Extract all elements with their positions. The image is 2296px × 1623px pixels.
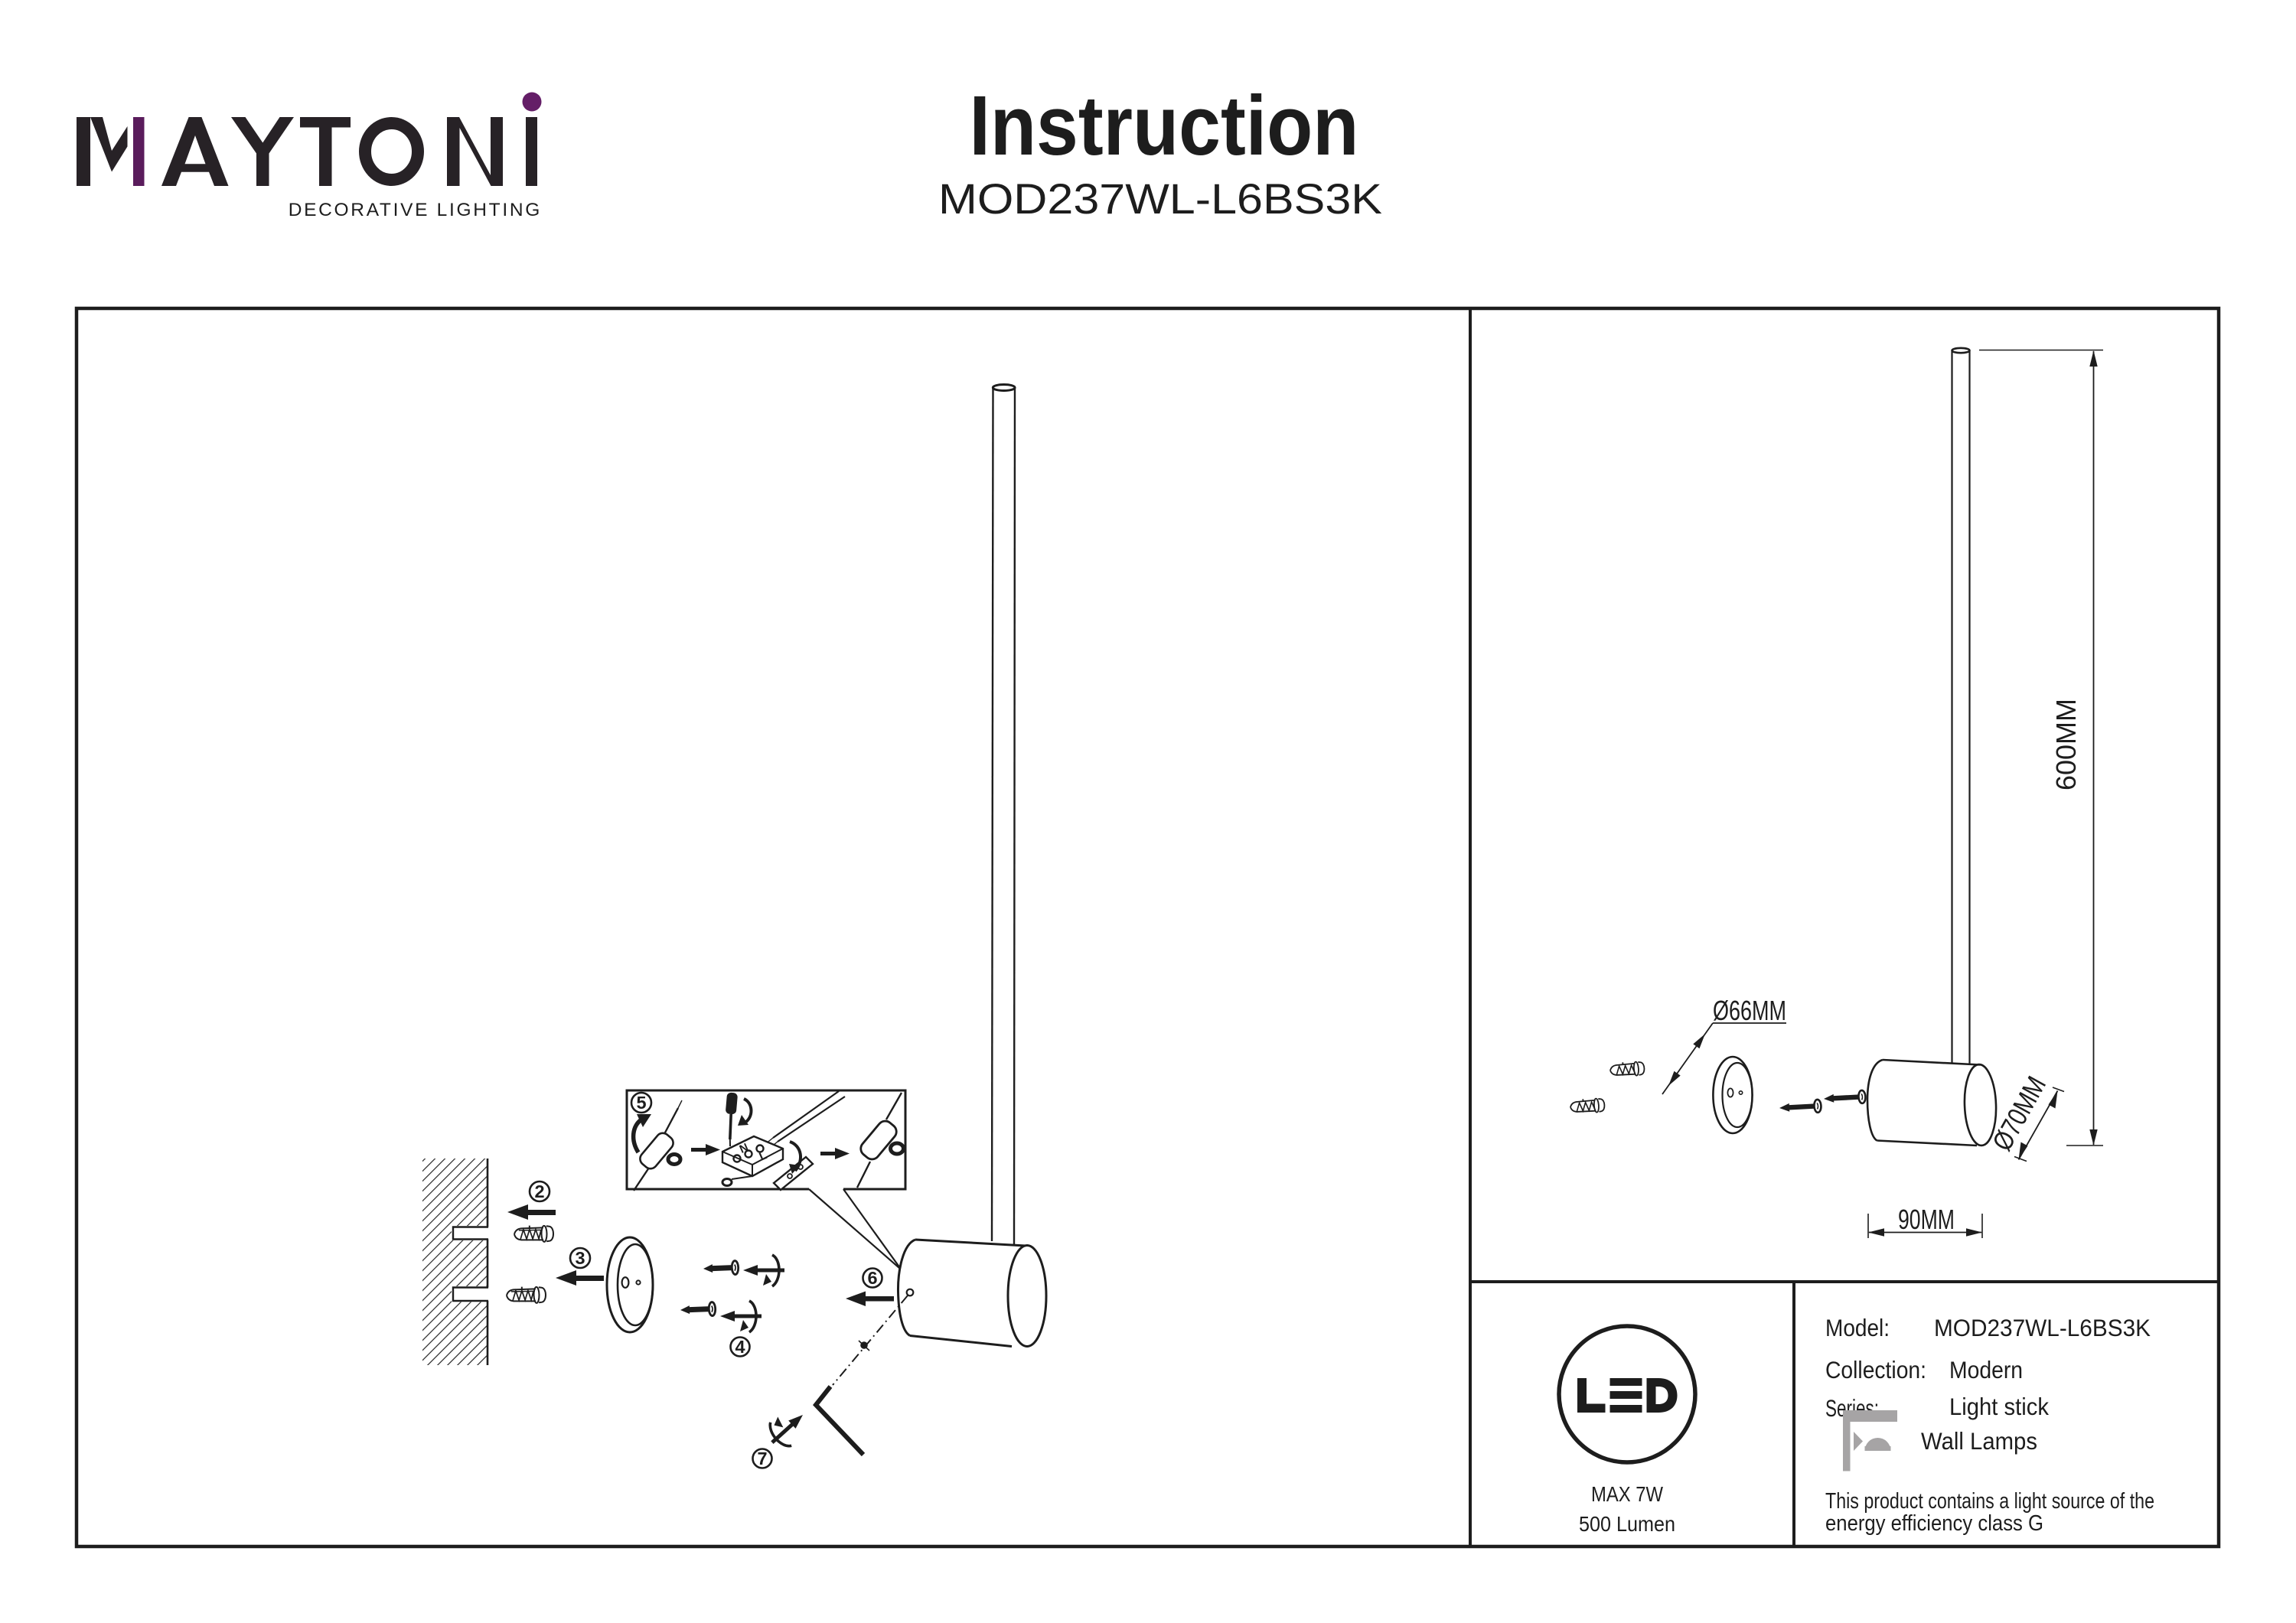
svg-text:6: 6: [867, 1268, 877, 1288]
svg-text:90MM: 90MM: [1898, 1204, 1955, 1235]
svg-text:3: 3: [575, 1248, 585, 1268]
svg-text:2: 2: [534, 1181, 544, 1201]
svg-text:Instruction: Instruction: [970, 79, 1359, 173]
svg-text:Modern: Modern: [1949, 1356, 2023, 1383]
svg-text:MOD237WL-L6BS3K: MOD237WL-L6BS3K: [938, 174, 1382, 223]
svg-text:5: 5: [636, 1093, 646, 1113]
svg-text:Light stick: Light stick: [1949, 1393, 2049, 1420]
svg-text:Wall Lamps: Wall Lamps: [1921, 1427, 2037, 1455]
svg-text:This product contains a light: This product contains a light source of …: [1825, 1489, 2154, 1514]
svg-text:Model:: Model:: [1825, 1314, 1890, 1341]
svg-text:MAX 7W: MAX 7W: [1591, 1482, 1663, 1506]
svg-text:600MM: 600MM: [2050, 699, 2082, 790]
svg-text:7: 7: [757, 1449, 767, 1468]
svg-text:DECORATIVE LIGHTING: DECORATIVE LIGHTING: [289, 200, 542, 220]
svg-text:MOD237WL-L6BS3K: MOD237WL-L6BS3K: [1934, 1314, 2151, 1341]
svg-text:Ø66MM: Ø66MM: [1713, 995, 1786, 1026]
svg-text:500 Lumen: 500 Lumen: [1579, 1512, 1675, 1536]
svg-text:energy efficiency class G: energy efficiency class G: [1825, 1511, 2043, 1536]
svg-text:Collection:: Collection:: [1825, 1356, 1926, 1383]
svg-text:4: 4: [735, 1337, 745, 1357]
